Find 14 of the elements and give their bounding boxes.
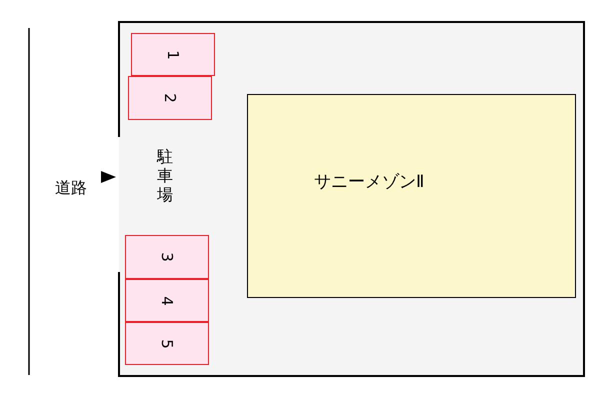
- space-number: 5: [158, 338, 176, 348]
- parking-space: [125, 322, 209, 365]
- space-number: 1: [164, 50, 182, 60]
- parking-label: 駐車場: [157, 147, 173, 205]
- road-label: 道路: [55, 178, 87, 199]
- space-number: 2: [161, 93, 179, 103]
- building-block: [247, 94, 576, 298]
- parking-space: [125, 235, 209, 279]
- building-name: サニーメゾンⅡ: [314, 170, 424, 192]
- space-number: 4: [158, 296, 176, 306]
- parking-space: [128, 76, 212, 120]
- parking-space: [131, 33, 215, 76]
- space-number: 3: [158, 252, 176, 262]
- parking-space: [125, 279, 209, 322]
